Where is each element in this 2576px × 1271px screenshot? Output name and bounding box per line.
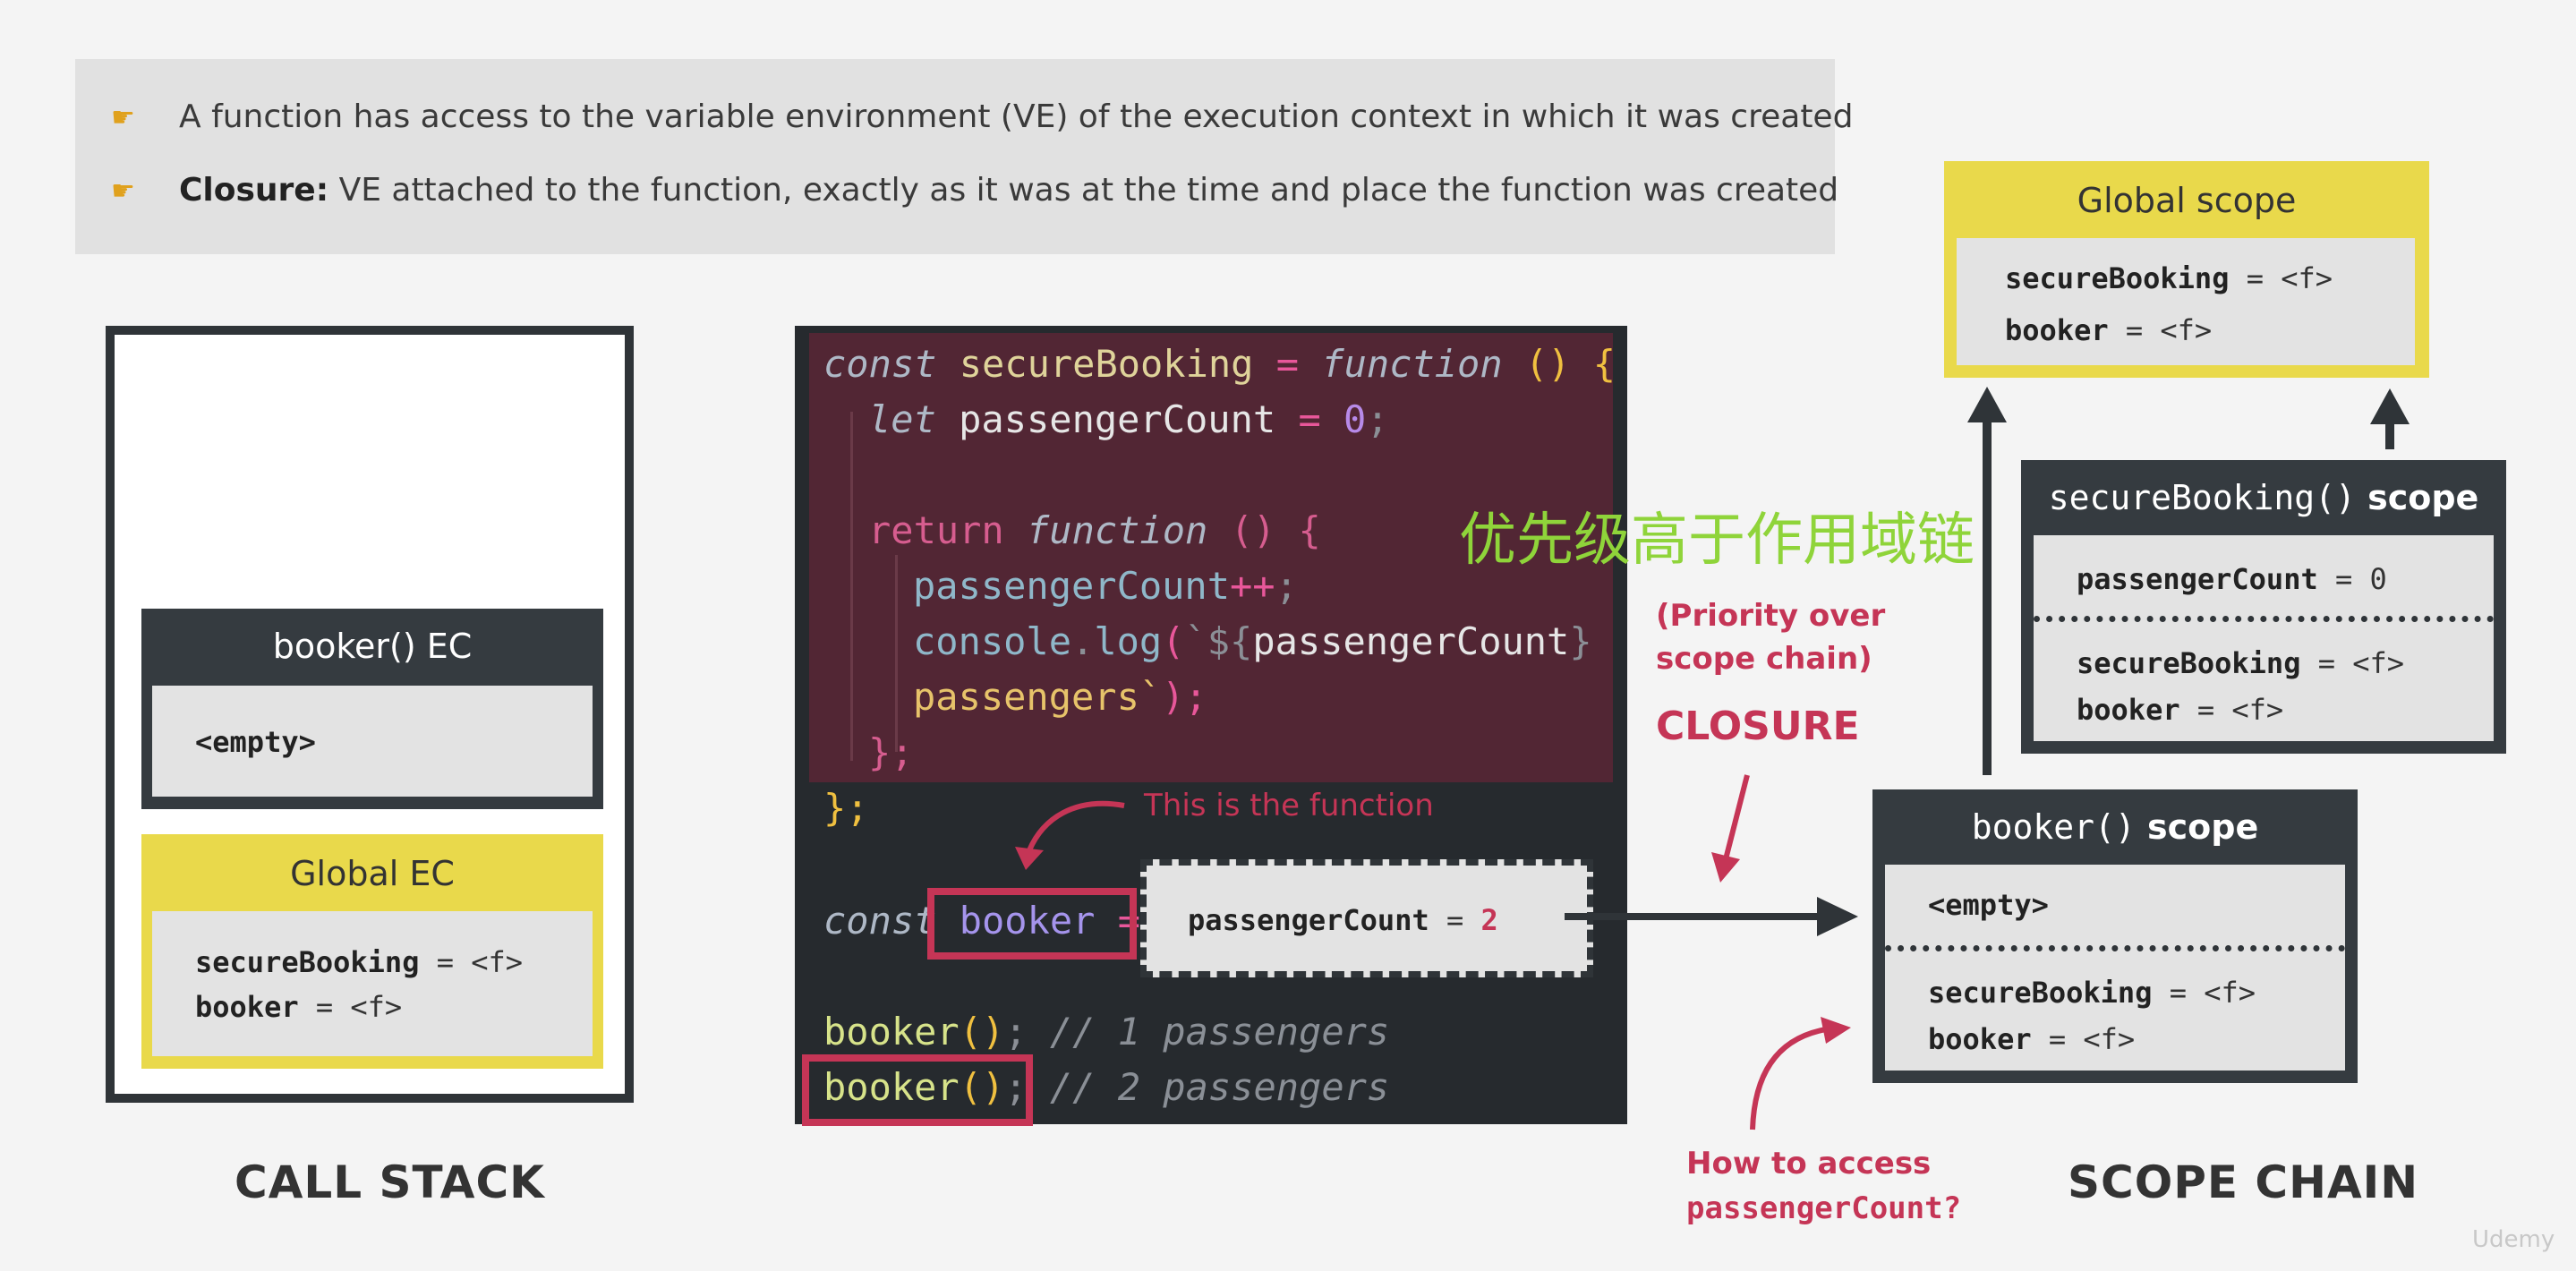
info-bar: ☛ A function has access to the variable … [75,59,1853,254]
code-line-5: passengerCount++; [913,564,1298,608]
indent-guide [850,412,853,761]
pointing-hand-icon: ☛ [111,175,135,207]
scope-chain-up-arrow-2 [2370,388,2410,449]
closure-variable-box: passengerCount = 2 [1140,859,1593,977]
code-line-13: booker(); // 1 passengers [823,1010,1390,1053]
global-scope-title: Global scope [2077,181,2297,220]
global-ec: Global EC secureBooking = <f> booker = <… [141,834,603,1069]
global-scope-var: booker = <f> [2005,313,2213,347]
secure-scope-own-var: passengerCount = 0 [2077,562,2387,596]
booker-scope-var: booker = <f> [1928,1022,2136,1056]
booker-scope-body: <empty> secureBooking = <f> booker = <f> [1885,865,2345,1071]
global-ec-var: secureBooking = <f> [195,945,524,979]
code-line-6: console.log(`${passengerCount} [913,619,1592,663]
closure-arrow [1711,774,1750,883]
scope-chain-label: SCOPE CHAIN [2068,1156,2419,1208]
info-line-1: A function has access to the variable en… [179,98,1854,135]
booker-call-highlight-box [802,1054,1033,1126]
secure-scope-var: secureBooking = <f> [2077,646,2405,680]
code-line-4: return function () { [868,508,1321,552]
booker-ec-body: <empty> [152,686,593,797]
secure-booking-scope-body: passengerCount = 0 secureBooking = <f> b… [2034,535,2494,741]
global-scope: Global scope secureBooking = <f> booker … [1944,161,2429,378]
call-stack-label: CALL STACK [235,1156,545,1208]
code-line-14: booker(); // 2 passengers [823,1065,1390,1109]
booker-scope: booker() scope <empty> secureBooking = <… [1872,789,2358,1083]
code-line-2: let passengerCount = 0; [868,397,1389,441]
global-ec-body: secureBooking = <f> booker = <f> [152,911,593,1056]
this-is-function-arrow [1015,800,1125,870]
scope-divider [1885,945,2345,951]
closure-label: CLOSURE [1656,704,1860,749]
how-to-access-var: passengerCount? [1686,1190,1962,1226]
closure-term: Closure: [179,172,329,209]
udemy-watermark: Udemy [2472,1226,2555,1253]
global-scope-body: secureBooking = <f> booker = <f> [1957,238,2415,365]
code-line-1: const secureBooking = function () { [823,342,1616,386]
this-is-function-note: This is the function [1144,788,1434,823]
global-ec-var: booker = <f> [195,990,403,1024]
closure-definition: VE attached to the function, exactly as … [328,172,1839,209]
booker-scope-empty: <empty> [1928,888,2049,922]
code-line-7: passengers`); [913,675,1207,719]
indent-guide [895,555,898,752]
how-to-access-note: How to access [1686,1146,1932,1181]
how-to-access-arrow [1750,1017,1851,1130]
global-ec-title: Global EC [290,854,455,893]
secure-scope-var: booker = <f> [2077,693,2284,727]
secure-booking-scope-title: secureBooking() scope [2048,478,2479,517]
closure-highlight [809,333,1613,782]
booker-ec-empty: <empty> [195,725,316,759]
booker-ec: booker() EC <empty> [141,609,603,809]
booker-scope-var: secureBooking = <f> [1928,976,2256,1010]
closure-to-scope-arrow [1565,897,1858,936]
scope-divider [2034,616,2494,622]
global-scope-var: secureBooking = <f> [2005,261,2333,295]
closure-variable: passengerCount [1188,903,1429,937]
chinese-annotation: 优先级高于作用域链 [1459,508,1975,574]
booker-ec-title: booker() EC [272,627,473,666]
secure-booking-scope: secureBooking() scope passengerCount = 0… [2021,460,2506,754]
code-line-11: const booker = [823,899,1141,943]
booker-highlight-box [927,888,1137,960]
code-line-9: }; [823,786,869,830]
scope-chain-up-arrow [1967,387,2007,775]
code-line-8: }; [868,730,914,774]
info-line-2: Closure: VE attached to the function, ex… [179,172,1838,209]
closure-value: 2 [1480,903,1498,937]
booker-scope-title: booker() scope [1971,807,2259,847]
pointing-hand-icon: ☛ [111,102,135,133]
